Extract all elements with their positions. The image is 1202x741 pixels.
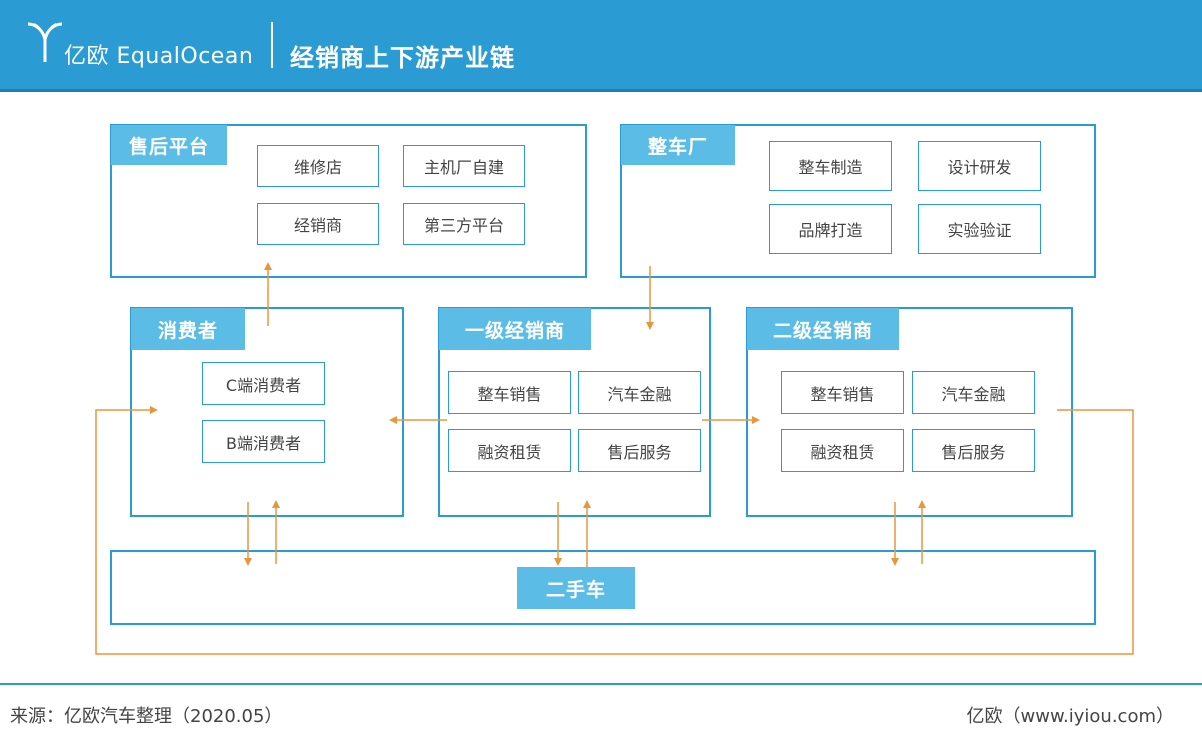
header-divider [271,22,273,68]
tier2-dealer-item: 售后服务 [912,429,1035,472]
header-bar [0,0,1202,89]
consumer-item: C端消费者 [202,362,325,405]
oem-tag: 整车厂 [621,125,735,165]
site-credit: 亿欧（www.iyiou.com） [966,706,1174,727]
tier2-dealer-tag: 二级经销商 [747,308,899,350]
equalocean-logo-icon [27,22,63,62]
header-shadow [0,89,1202,92]
source-note: 来源：亿欧汽车整理（2020.05） [10,706,283,727]
oem-item: 品牌打造 [769,204,892,254]
page-title: 经销商上下游产业链 [290,44,515,72]
used-car-tag: 二手车 [517,567,635,609]
after-sales-item: 主机厂自建 [403,145,525,187]
after-sales-tag: 售后平台 [111,125,227,165]
footer-divider [0,683,1202,685]
consumer-tag: 消费者 [131,308,245,350]
arrow-tier2-to-consumer-loop [95,406,1134,655]
tier2-dealer-item: 整车销售 [781,371,904,414]
oem-item: 实验验证 [918,204,1041,254]
tier1-dealer-item: 融资租赁 [448,429,571,472]
tier1-dealer-item: 汽车金融 [578,371,701,414]
tier2-dealer-item: 融资租赁 [781,429,904,472]
oem-item: 设计研发 [918,141,1041,191]
tier1-dealer-tag: 一级经销商 [439,308,591,350]
after-sales-item: 经销商 [257,203,379,245]
after-sales-item: 第三方平台 [403,203,525,245]
oem-item: 整车制造 [769,141,892,191]
logo-text: 亿欧 EqualOcean [64,44,254,69]
consumer-item: B端消费者 [202,420,325,463]
tier2-dealer-item: 汽车金融 [912,371,1035,414]
tier1-dealer-item: 整车销售 [448,371,571,414]
after-sales-item: 维修店 [257,145,379,187]
tier1-dealer-item: 售后服务 [578,429,701,472]
